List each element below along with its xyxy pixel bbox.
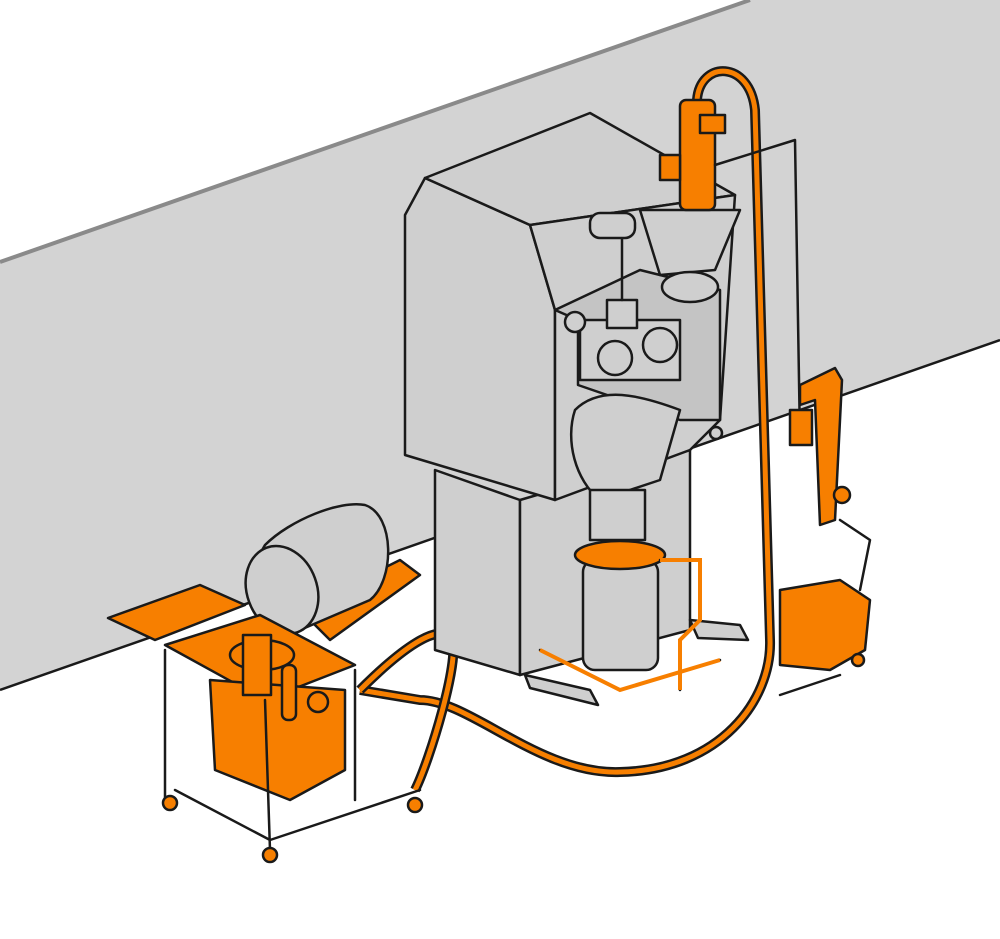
drum-frame — [538, 558, 722, 693]
cart-wheel-1 — [161, 794, 179, 812]
machine-base — [433, 468, 522, 677]
knob — [563, 310, 587, 334]
lift-handle — [838, 518, 872, 592]
main-machine — [403, 111, 750, 707]
feed-roller — [660, 270, 720, 304]
cart-frame — [163, 648, 422, 852]
cart-post — [241, 633, 273, 697]
lift-base — [778, 578, 872, 672]
lift-wheel — [850, 652, 866, 668]
lift-mast — [798, 366, 844, 527]
lift-knob — [832, 485, 852, 505]
rod-handle — [588, 211, 637, 240]
side-tray — [106, 583, 247, 642]
drum-lid — [573, 539, 667, 571]
gauge-right — [641, 326, 679, 364]
cart-tube — [280, 663, 298, 722]
cart-wheel-2 — [261, 846, 279, 864]
gauge-left — [596, 339, 634, 377]
outlet-knob — [708, 425, 724, 441]
compression-chamber — [569, 393, 682, 502]
machine-foot-left — [523, 673, 600, 707]
bin-drum-end — [244, 544, 320, 636]
lift-leg — [778, 673, 842, 697]
conveyor-bracket — [658, 153, 682, 182]
mixing-cart — [106, 502, 424, 864]
collection-drum — [581, 558, 660, 672]
wall-top-edge — [0, 0, 751, 264]
cart-outlet — [306, 690, 330, 714]
cart-wheel-3 — [406, 796, 424, 814]
drum-lift — [778, 366, 872, 697]
conveyor-rail — [713, 138, 802, 442]
discharge-chute — [588, 488, 647, 542]
conveyor-clamp — [698, 113, 727, 135]
machine-foot-right — [688, 618, 750, 642]
frame-rails-fill — [539, 558, 721, 693]
vacuum-conveyor — [658, 98, 802, 442]
lift-clamp — [788, 408, 814, 447]
rod-housing — [605, 298, 639, 330]
